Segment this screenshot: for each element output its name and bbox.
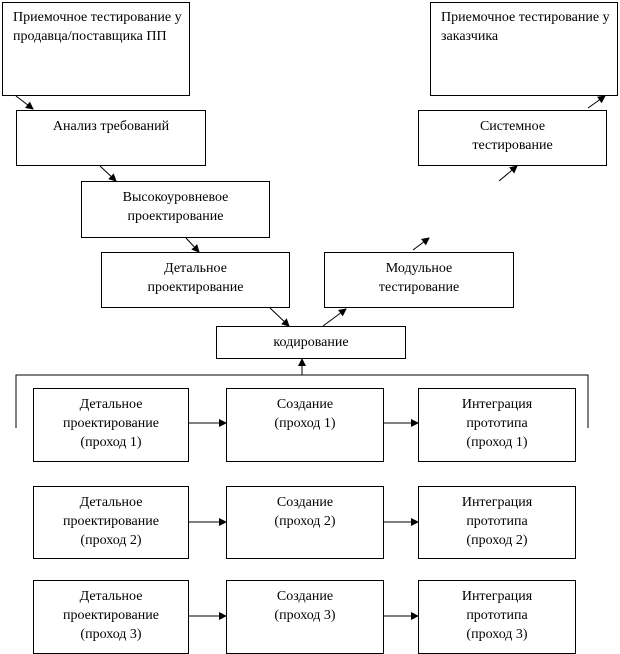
acceptance-testing-customer-label: Приемочное тестирование у заказчика: [441, 10, 610, 44]
passes-bracket: [15, 374, 589, 428]
pass-3-detailed-design-box: Детальное проектирование (проход 3): [33, 580, 189, 654]
acceptance-testing-vendor-label: Приемочное тестирование у продавца/поста…: [13, 10, 182, 44]
pass-3-build-box: Создание (проход 3): [226, 580, 384, 654]
arrow-acceptance-to-requirements: [15, 95, 34, 110]
coding-box: кодирование: [216, 326, 406, 359]
arrow-detailed-to-coding: [269, 307, 290, 327]
acceptance-testing-customer-box: Приемочное тестирование у заказчика: [430, 2, 618, 96]
high-level-design-box: Высокоуровневое проектирование: [81, 181, 270, 238]
requirements-analysis-box: Анализ требований: [16, 110, 206, 166]
arrow-coding-to-module: [322, 308, 347, 327]
pass-1-integration-box: Интеграция прототипа (проход 1): [418, 388, 576, 462]
arrow-high-level-to-detailed: [185, 237, 200, 253]
pass-3-build-label: Создание (проход 3): [274, 589, 336, 623]
pass-2-build-box: Создание (проход 2): [226, 486, 384, 559]
arrow-system-to-acceptance: [498, 165, 518, 182]
pass-2-detailed-design-label: Детальное проектирование (проход 2): [63, 495, 159, 548]
pass-3-integration-box: Интеграция прототипа (проход 3): [418, 580, 576, 654]
arrow-requirements-to-high-level: [99, 165, 117, 182]
pass-3-integration-label: Интеграция прототипа (проход 3): [461, 589, 533, 642]
requirements-analysis-label: Анализ требований: [52, 119, 170, 134]
module-testing-label: Модульное тестирование: [378, 261, 460, 295]
pass-1-detailed-design-box: Детальное проектирование (проход 1): [33, 388, 189, 462]
pass-1-build-box: Создание (проход 1): [226, 388, 384, 462]
system-testing-label: Системное тестирование: [472, 119, 553, 153]
module-testing-box: Модульное тестирование: [324, 252, 514, 308]
pass-2-detailed-design-box: Детальное проектирование (проход 2): [33, 486, 189, 559]
arrow-top-right-to-acceptance: [587, 95, 606, 109]
pass-1-integration-label: Интеграция прототипа (проход 1): [461, 397, 533, 450]
pass-1-build-label: Создание (проход 1): [274, 397, 336, 431]
acceptance-testing-vendor-box: Приемочное тестирование у продавца/поста…: [2, 2, 190, 96]
detailed-design-box: Детальное проектирование: [101, 252, 290, 308]
pass-3-detailed-design-label: Детальное проектирование (проход 3): [63, 589, 159, 642]
pass-2-build-label: Создание (проход 2): [274, 495, 336, 529]
coding-label: кодирование: [273, 335, 349, 350]
high-level-design-label: Высокоуровневое проектирование: [122, 190, 229, 224]
pass-2-integration-label: Интеграция прототипа (проход 2): [461, 495, 533, 548]
pass-1-detailed-design-label: Детальное проектирование (проход 1): [63, 397, 159, 450]
arrow-module-to-system: [412, 237, 430, 251]
detailed-design-label: Детальное проектирование: [147, 261, 244, 295]
system-testing-box: Системное тестирование: [418, 110, 607, 166]
pass-2-integration-box: Интеграция прототипа (проход 2): [418, 486, 576, 559]
